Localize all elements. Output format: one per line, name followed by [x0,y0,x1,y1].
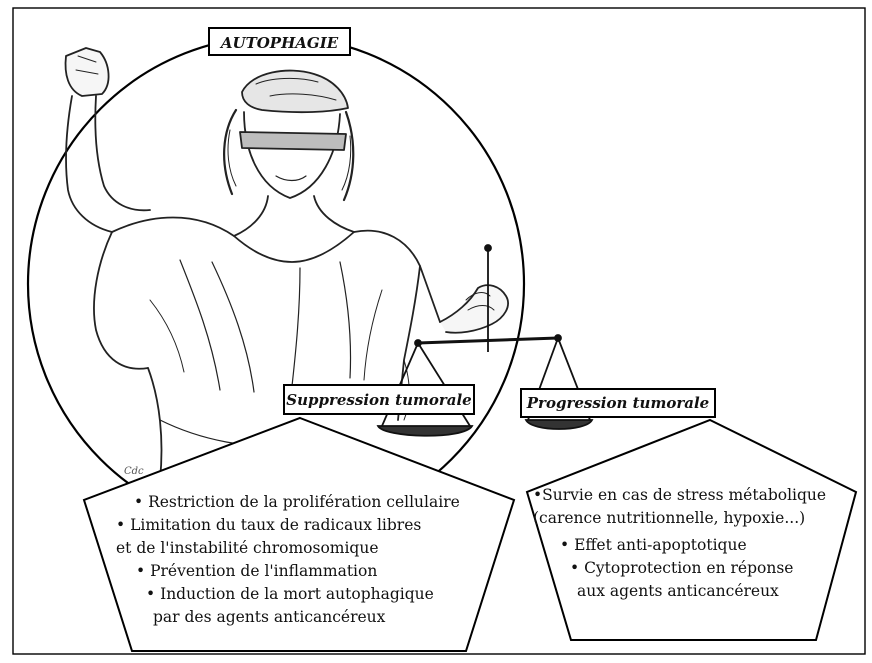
progression-line-4: • Cytoprotection en réponse [570,559,793,577]
title-box [208,27,351,56]
progression-list: •Survie en cas de stress métabolique (ca… [533,486,826,600]
outer-frame [12,7,866,655]
suppression-label: Suppression tumorale [286,391,471,409]
suppression-line-3: et de l'instabilité chromosomique [116,539,379,557]
progression-line-2: (carence nutritionnelle, hypoxie...) [533,509,805,527]
progression-label-box [520,388,716,418]
suppression-line-1: • Restriction de la prolifération cellul… [134,493,460,511]
progression-line-3: • Effet anti-apoptotique [560,536,747,554]
progression-line-1: •Survie en cas de stress métabolique [533,486,826,504]
suppression-list: • Restriction de la prolifération cellul… [116,493,460,626]
artist-signature: Cdc [124,466,144,477]
diagram-title: AUTOPHAGIE [219,34,339,52]
suppression-line-5: • Induction de la mort autophagique [146,585,434,603]
suppression-line-6: par des agents anticancéreux [153,608,386,626]
suppression-line-4: • Prévention de l'inflammation [136,562,377,580]
suppression-line-2: • Limitation du taux de radicaux libres [116,516,421,534]
progression-pentagon [525,418,858,641]
justice-figure-illustration [64,47,509,481]
progression-line-5: aux agents anticancéreux [577,582,779,600]
right-scale-pan [524,419,594,430]
suppression-label-box [283,384,475,415]
left-scale-pan [376,425,474,437]
progression-label: Progression tumorale [526,394,709,412]
suppression-pentagon [82,416,516,652]
